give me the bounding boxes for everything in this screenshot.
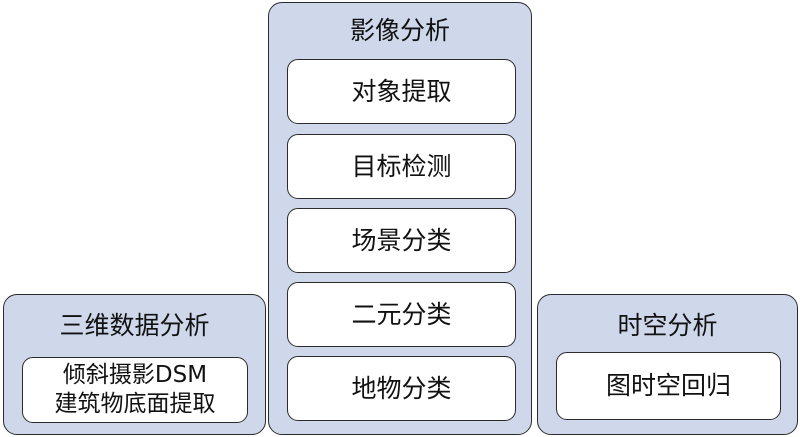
box-label: 目标检测 [351, 151, 452, 181]
panel-image-analysis: 影像分析 对象提取 目标检测 场景分类 二元分类 地物分类 [268, 2, 532, 435]
box-label: 图时空回归 [605, 371, 731, 400]
panel-title-3d-data-analysis: 三维数据分析 [59, 311, 210, 340]
box-binary-classification: 二元分类 [287, 282, 516, 347]
box-land-cover-classification: 地物分类 [287, 356, 516, 421]
box-graph-spatiotemporal-regression: 图时空回归 [556, 352, 781, 420]
box-oblique-dsm-building-footprint: 倾斜摄影DSM 建筑物底面提取 [22, 357, 248, 423]
panel-title-spatiotemporal-analysis: 时空分析 [617, 311, 718, 340]
box-object-detection: 目标检测 [287, 134, 516, 199]
box-object-extraction: 对象提取 [287, 59, 516, 124]
box-label: 对象提取 [351, 76, 452, 106]
box-label: 地物分类 [351, 373, 452, 403]
panel-spatiotemporal-analysis: 时空分析 图时空回归 [537, 294, 798, 435]
box-label: 场景分类 [351, 225, 452, 255]
box-oblique-line2: 建筑物底面提取 [54, 391, 216, 417]
box-scene-classification: 场景分类 [287, 208, 516, 273]
box-oblique-line1: 倾斜摄影DSM [62, 362, 208, 388]
box-label: 二元分类 [351, 299, 452, 329]
panel-3d-data-analysis: 三维数据分析 倾斜摄影DSM 建筑物底面提取 [3, 294, 266, 435]
panel-title-image-analysis: 影像分析 [349, 16, 450, 45]
